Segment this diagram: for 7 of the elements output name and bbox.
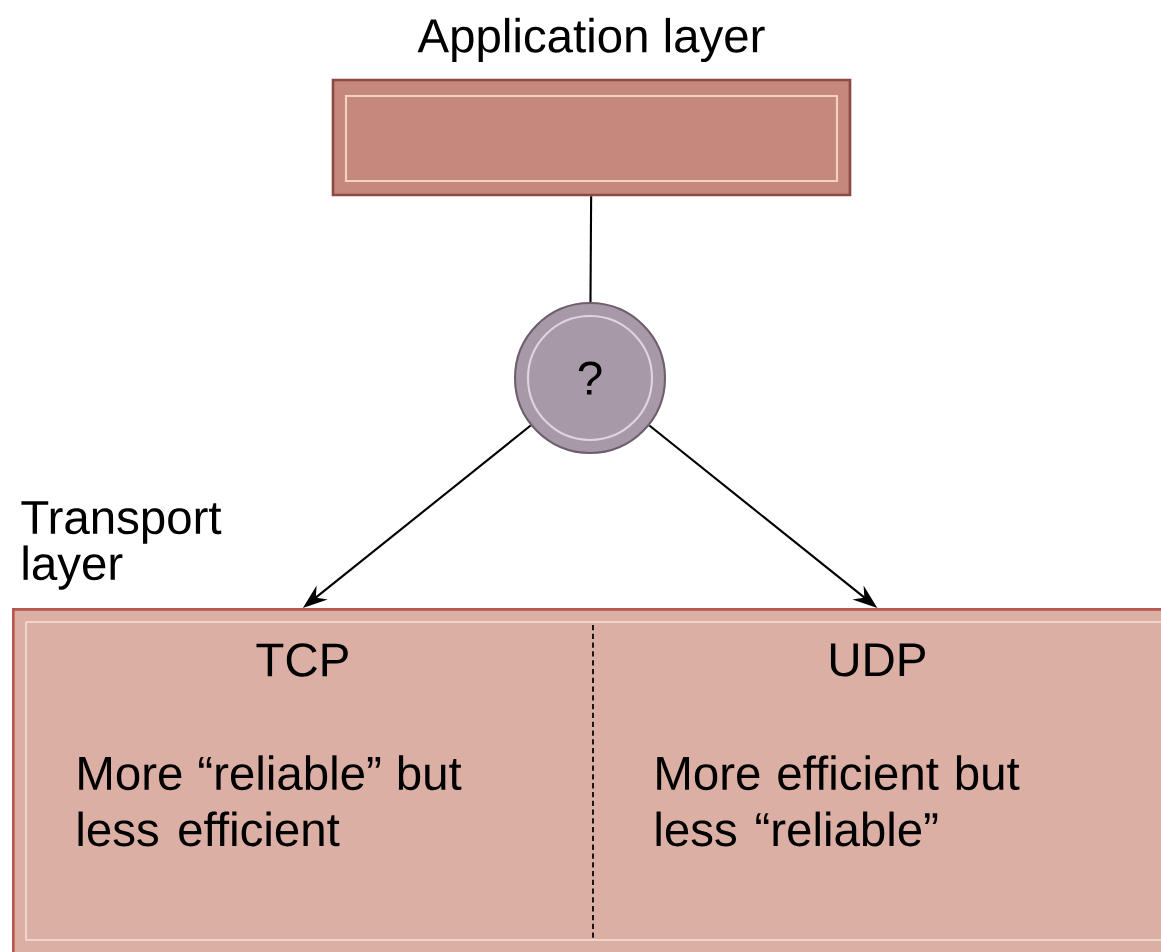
layer-heading: Transport layer bbox=[21, 501, 222, 590]
layer-heading: Application layer bbox=[417, 17, 765, 63]
protocol-name: TCP bbox=[256, 643, 348, 677]
connector-line bbox=[589, 196, 593, 302]
description-text: More efficient but less “reliable” bbox=[656, 755, 1020, 847]
protocol-name: UDP bbox=[830, 643, 925, 677]
description-text: More “reliable” but less efficient bbox=[78, 755, 462, 847]
